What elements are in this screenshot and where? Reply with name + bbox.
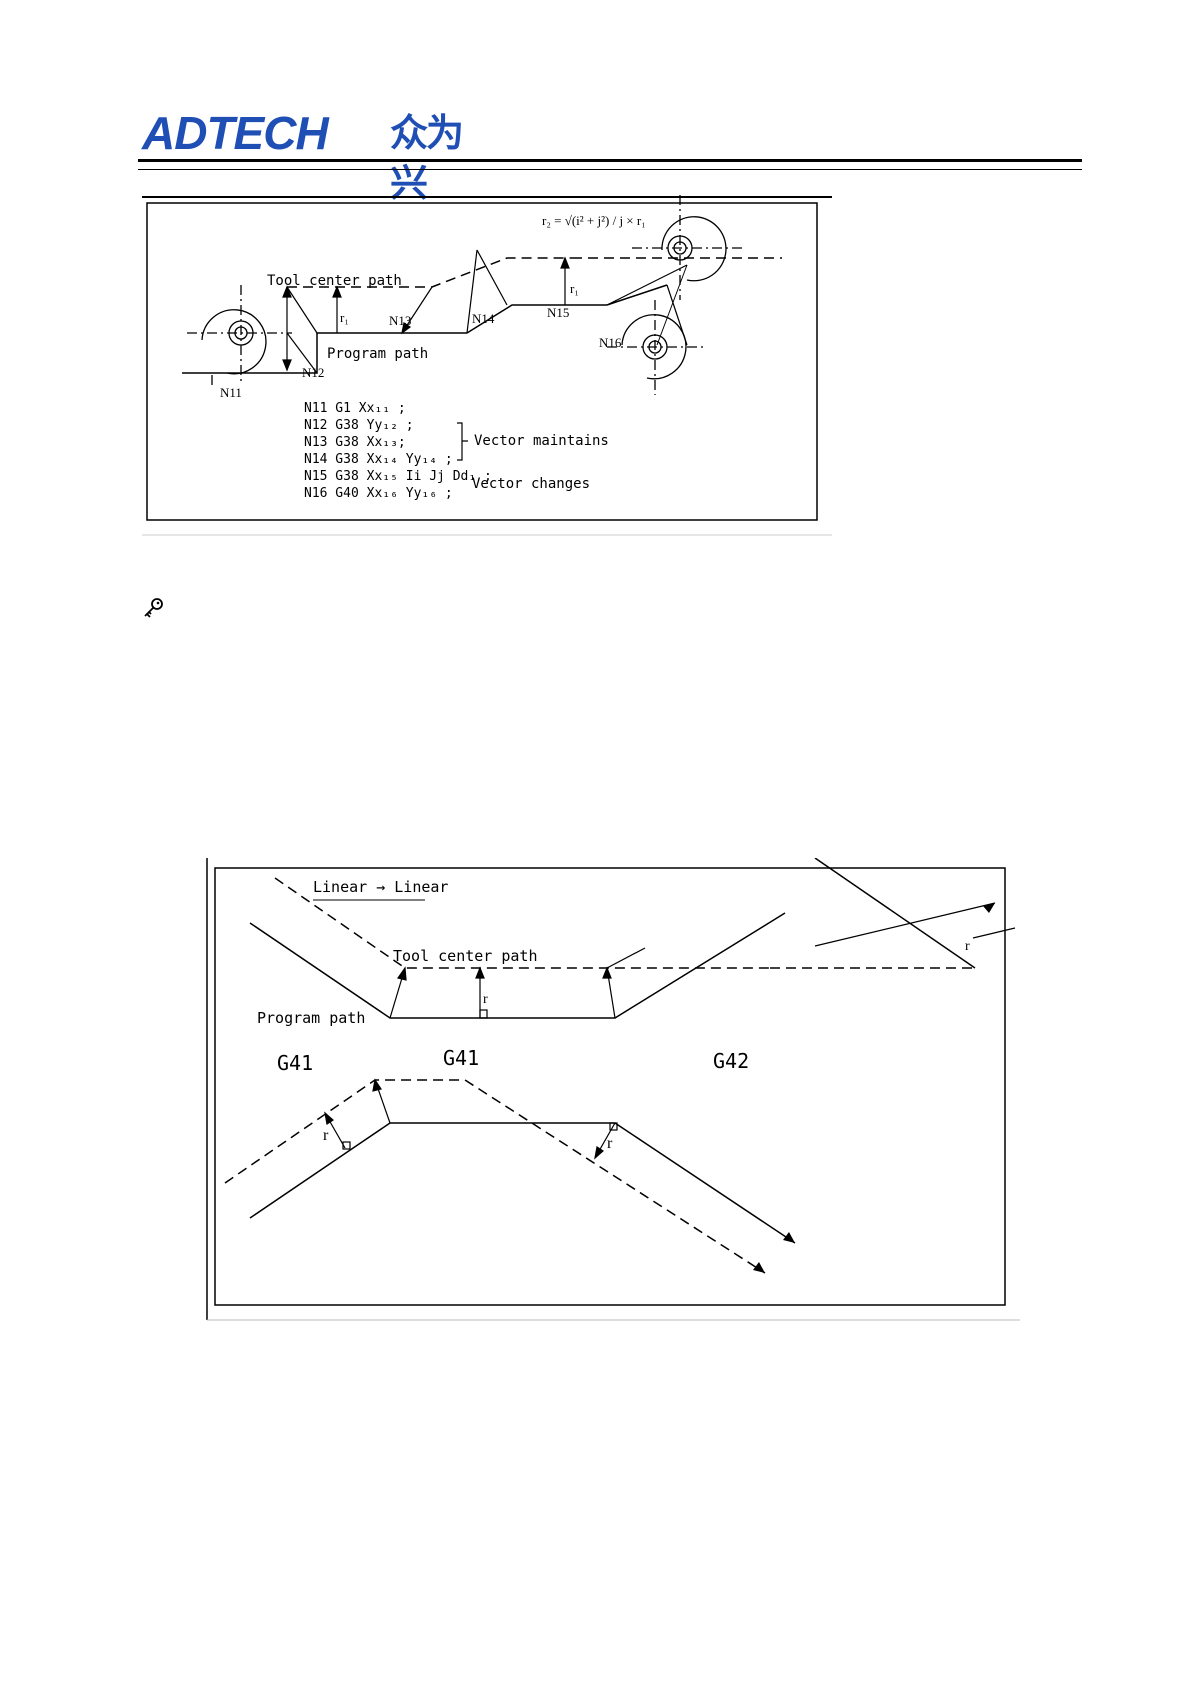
figure-tool-compensation-vector: Tool center path Program path r₁ r₁ r₂ =… [142, 195, 832, 536]
label-tool-center-path-2: Tool center path [393, 947, 538, 965]
label-n13: N13 [389, 313, 411, 328]
program-path-top [249, 912, 786, 1019]
adtech-logo: ADTECH 众为兴 [142, 107, 482, 205]
figure2-title: Linear → Linear [313, 878, 448, 896]
brand-name-cjk: 众为兴 [390, 111, 464, 205]
label-r-top: r [483, 992, 488, 1007]
label-g41-left: G41 [277, 1051, 313, 1075]
program-path-line [182, 304, 607, 374]
label-program-path-2: Program path [257, 1009, 365, 1027]
cutter-left-icon [187, 285, 292, 385]
label-n12: N12 [302, 365, 324, 380]
code-line: N15 G38 Xx₁₅ Ii Jj Dd₁ ; [304, 469, 492, 484]
tool-center-path-line [287, 257, 572, 288]
label-n14: N14 [472, 311, 495, 326]
code-line: N14 G38 Xx₁₄ Yy₁₄ ; [304, 452, 453, 467]
label-r-right: r [965, 939, 970, 954]
header-rule-thick [138, 159, 1082, 162]
label-n16: N16 [599, 335, 622, 350]
label-r-bottom-right: r [607, 1135, 613, 1152]
label-vector-maintains: Vector maintains [474, 433, 609, 449]
code-line: N13 G38 Xx₁₃; [304, 435, 406, 450]
cutter-lower-icon [607, 300, 707, 395]
label-g41-mid: G41 [443, 1046, 479, 1070]
brace [457, 422, 468, 461]
program-path-bottom [249, 1122, 796, 1244]
label-n15: N15 [547, 305, 569, 320]
label-tool-center-path: Tool center path [267, 273, 402, 289]
tool-center-path-top [274, 877, 770, 969]
label-n11: N11 [220, 385, 242, 400]
code-line: N12 G38 Yy₁₂ ; [304, 418, 414, 433]
code-line: N16 G40 Xx₁₆ Yy₁₆ ; [304, 486, 453, 501]
header-rule-thin [138, 169, 1082, 170]
brand-name: ADTECH [142, 107, 329, 159]
figure-linear-to-linear: Linear → Linear Tool center path Program… [206, 858, 1020, 1321]
label-g42: G42 [713, 1049, 749, 1073]
label-r1-b: r₁ [570, 281, 579, 296]
label-r-bottom-left: r [323, 1127, 329, 1144]
label-program-path: Program path [327, 346, 428, 362]
label-vector-changes: Vector changes [472, 476, 590, 492]
label-r1-a: r₁ [340, 310, 349, 325]
label-formula: r₂ = √(i² + j²) / j × r₁ [542, 213, 646, 228]
key-icon [144, 598, 163, 618]
tool-center-path-bottom [224, 1079, 766, 1274]
code-line: N11 G1 Xx₁₁ ; [304, 401, 406, 416]
